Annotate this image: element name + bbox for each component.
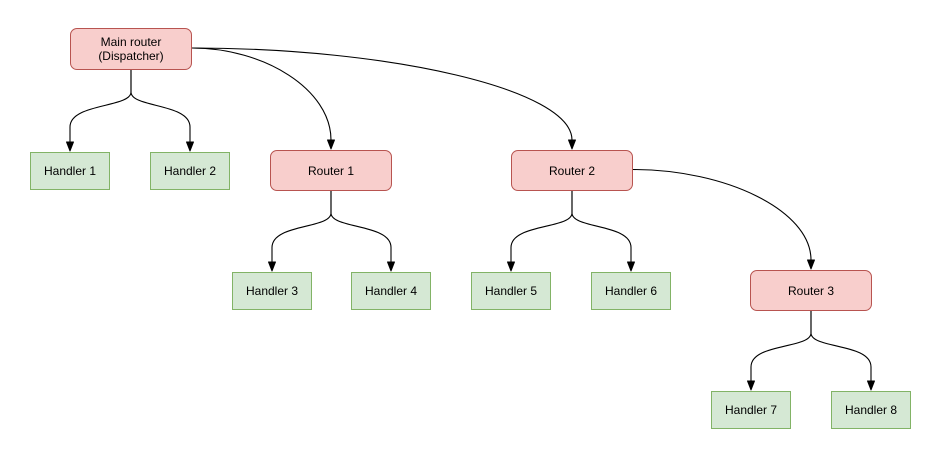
edge-main-to-handler-1-arrowhead <box>66 141 74 152</box>
node-router-2[interactable]: Router 2 <box>511 150 633 191</box>
edge-router1-to-handler-4-path <box>330 190 392 263</box>
node-label: Handler 6 <box>604 284 658 298</box>
node-handler-5[interactable]: Handler 5 <box>471 272 551 310</box>
edge-router1-to-handler-3-arrowhead <box>268 261 276 272</box>
edge-main-to-handler-2-path <box>130 69 191 143</box>
edge-router2-to-handler-6-arrowhead <box>627 261 635 272</box>
node-handler-2[interactable]: Handler 2 <box>150 152 230 190</box>
node-handler-8[interactable]: Handler 8 <box>831 391 911 429</box>
node-label: Main router (Dispatcher) <box>98 35 164 63</box>
node-label: Handler 1 <box>43 164 97 178</box>
node-handler-3[interactable]: Handler 3 <box>232 272 312 310</box>
edge-main-to-router-2-arrowhead <box>568 139 576 150</box>
node-label: Handler 4 <box>364 284 418 298</box>
node-handler-1[interactable]: Handler 1 <box>30 152 110 190</box>
edge-router3-to-handler-8-arrowhead <box>867 380 875 391</box>
edge-router1-to-handler-4-arrowhead <box>387 261 395 272</box>
node-label: Handler 3 <box>245 284 299 298</box>
edge-router3-to-handler-7-arrowhead <box>747 380 755 391</box>
node-handler-6[interactable]: Handler 6 <box>591 272 671 310</box>
node-handler-4[interactable]: Handler 4 <box>351 272 431 310</box>
edge-main-to-router-2-path <box>191 47 573 141</box>
node-label: Handler 5 <box>484 284 538 298</box>
edge-router3-to-handler-7-path <box>750 310 812 382</box>
edge-router2-to-handler-6-path <box>571 190 632 263</box>
node-label: Handler 8 <box>844 403 898 417</box>
edge-main-to-router-1-path <box>191 47 332 141</box>
node-router-3[interactable]: Router 3 <box>750 270 872 311</box>
node-handler-7[interactable]: Handler 7 <box>711 391 791 429</box>
node-label: Handler 2 <box>163 164 217 178</box>
edge-router2-to-router-3-path <box>632 168 812 261</box>
node-label: Router 1 <box>307 163 355 178</box>
edge-router3-to-handler-8-path <box>810 310 872 382</box>
edge-main-to-router-1-arrowhead <box>327 139 335 150</box>
node-label: Router 3 <box>787 283 835 298</box>
edge-router2-to-router-3-arrowhead <box>807 259 815 270</box>
edge-router2-to-handler-5-path <box>510 190 573 263</box>
node-main-router[interactable]: Main router (Dispatcher) <box>70 28 192 70</box>
edge-router1-to-handler-3-path <box>271 190 332 263</box>
edge-router2-to-handler-5-arrowhead <box>507 261 515 272</box>
node-router-1[interactable]: Router 1 <box>270 150 392 191</box>
edge-main-to-handler-1-path <box>69 69 132 143</box>
node-label: Router 2 <box>548 163 596 178</box>
node-label: Handler 7 <box>724 403 778 417</box>
edge-main-to-handler-2-arrowhead <box>186 141 194 152</box>
